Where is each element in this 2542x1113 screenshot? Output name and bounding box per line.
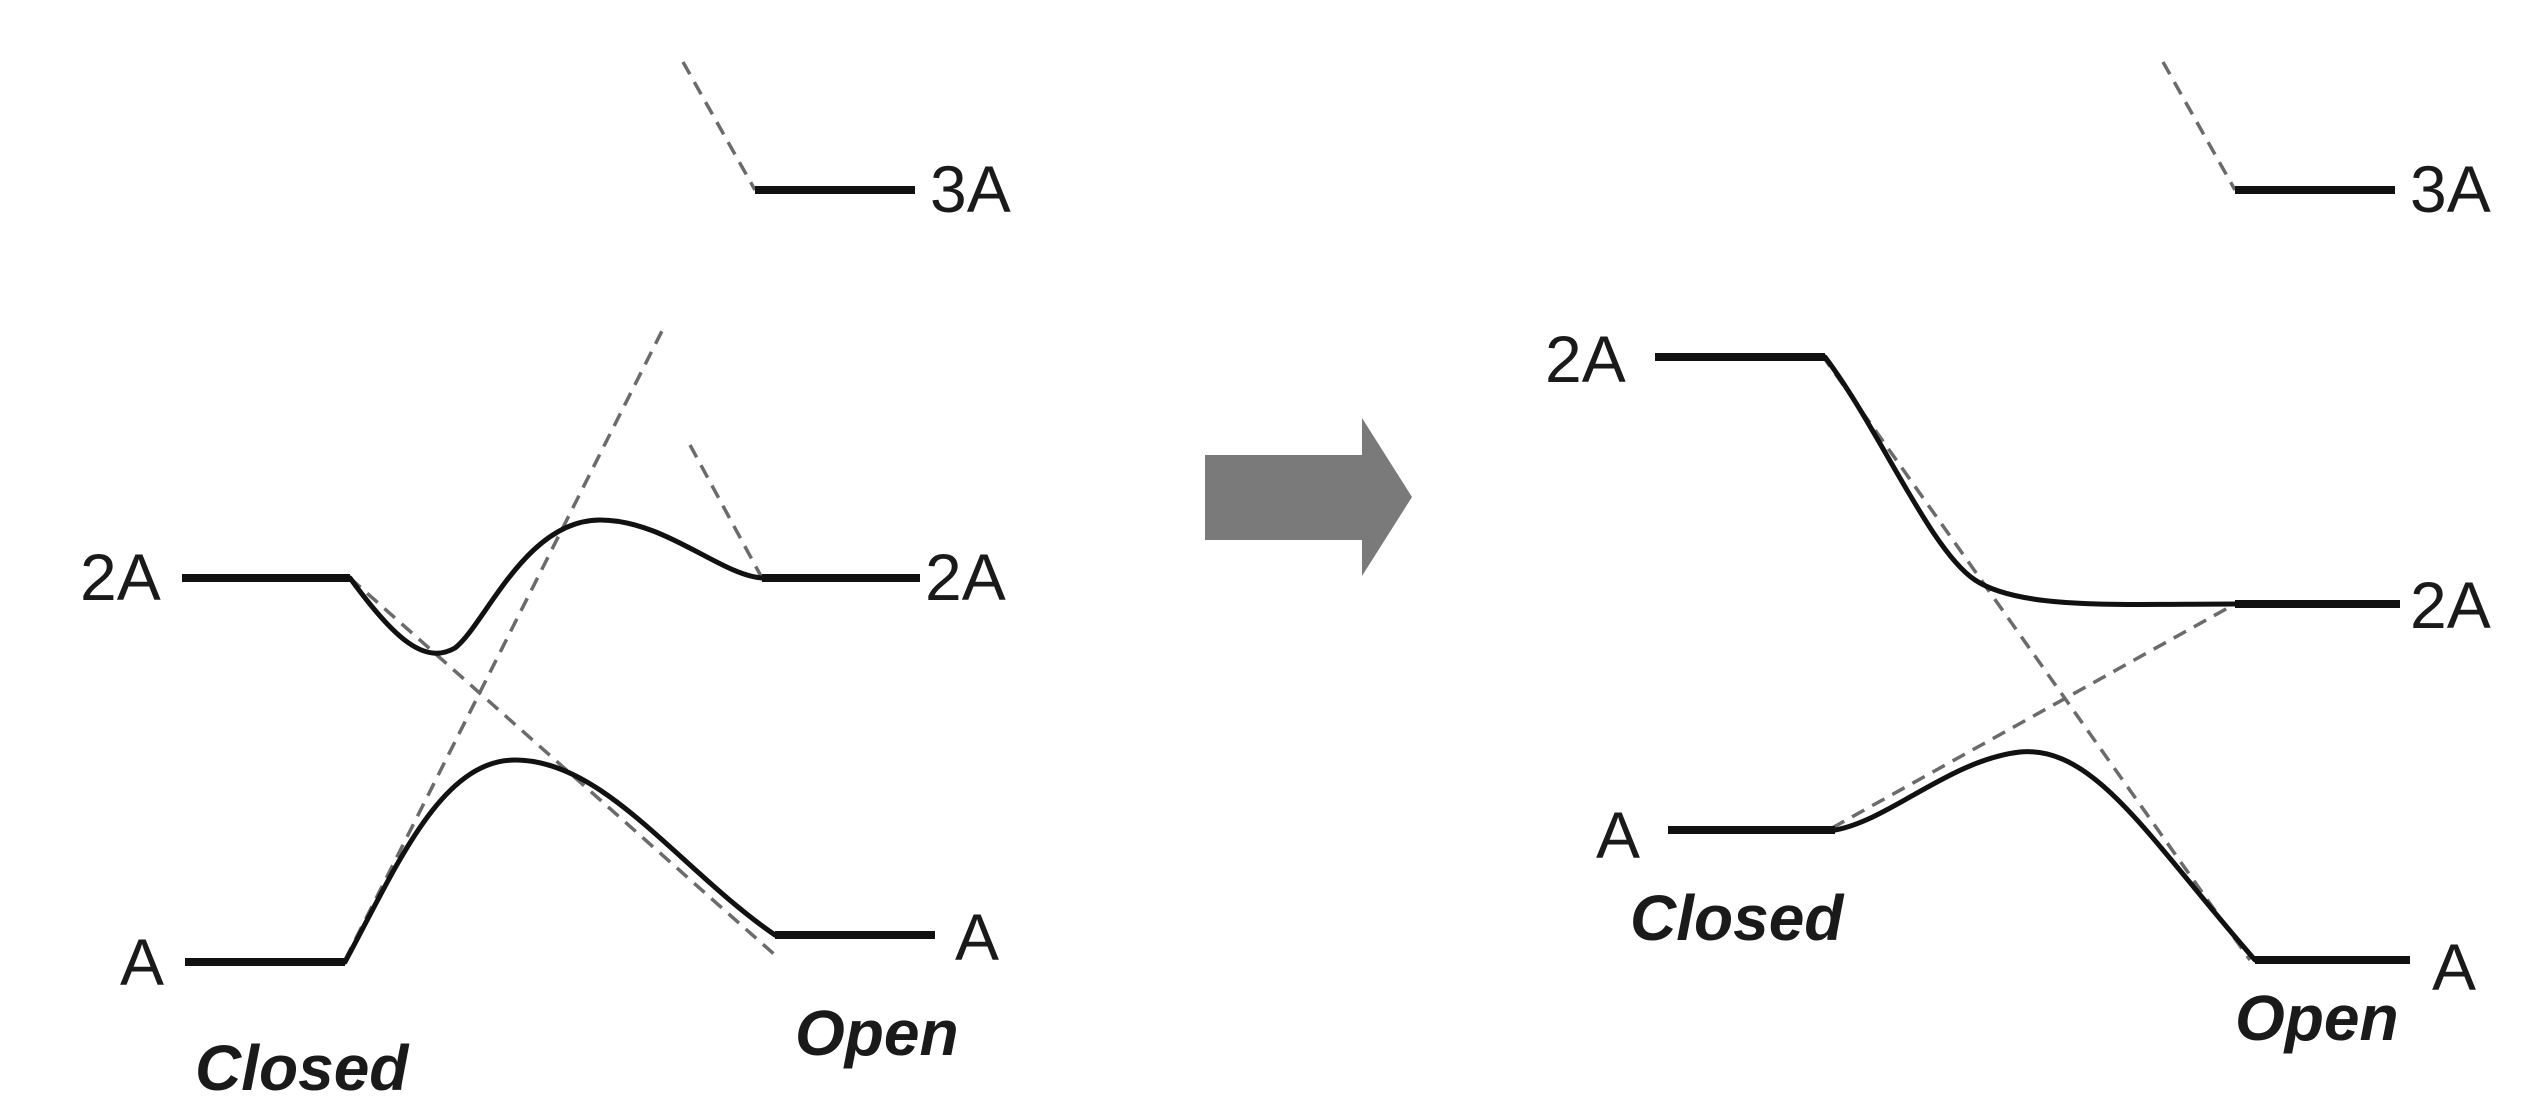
right-lower-curve: [1832, 749, 2258, 963]
right-label-2a-open: 2A: [2410, 568, 2491, 642]
left-label-2a-closed: 2A: [80, 540, 161, 614]
right-label-a-open: A: [2432, 930, 2476, 1004]
left-dashed-falling-line: [348, 576, 777, 957]
left-lower-curve: [342, 757, 778, 965]
right-dashed-falling-line: [1820, 353, 2252, 962]
right-label-3a: 3A: [2410, 152, 2491, 226]
left-diagram: 3A 2A 2A A A Closed Open: [80, 61, 1011, 1104]
left-label-a-open: A: [955, 900, 999, 974]
right-dashed-rising-line: [1831, 602, 2236, 830]
left-dashed-2a-line: [688, 444, 764, 579]
left-state-open: Open: [795, 997, 959, 1069]
right-diagram: 3A 2A 2A A A Closed Open: [1545, 61, 2491, 1054]
left-state-closed: Closed: [195, 1032, 410, 1104]
left-label-a-closed: A: [120, 925, 164, 999]
transition-arrow: [1205, 418, 1412, 576]
left-dashed-rising-line: [343, 324, 667, 961]
left-label-3a: 3A: [930, 152, 1011, 226]
left-dashed-3a-line: [681, 61, 757, 191]
right-upper-curve: [1822, 354, 2238, 607]
left-upper-curve: [347, 517, 765, 656]
left-label-2a-open: 2A: [925, 540, 1006, 614]
right-label-a-closed: A: [1596, 798, 1640, 872]
right-state-closed: Closed: [1630, 882, 1845, 954]
right-state-open: Open: [2235, 982, 2399, 1054]
right-dashed-3a-line: [2161, 61, 2237, 191]
right-label-2a-closed: 2A: [1545, 322, 1626, 396]
